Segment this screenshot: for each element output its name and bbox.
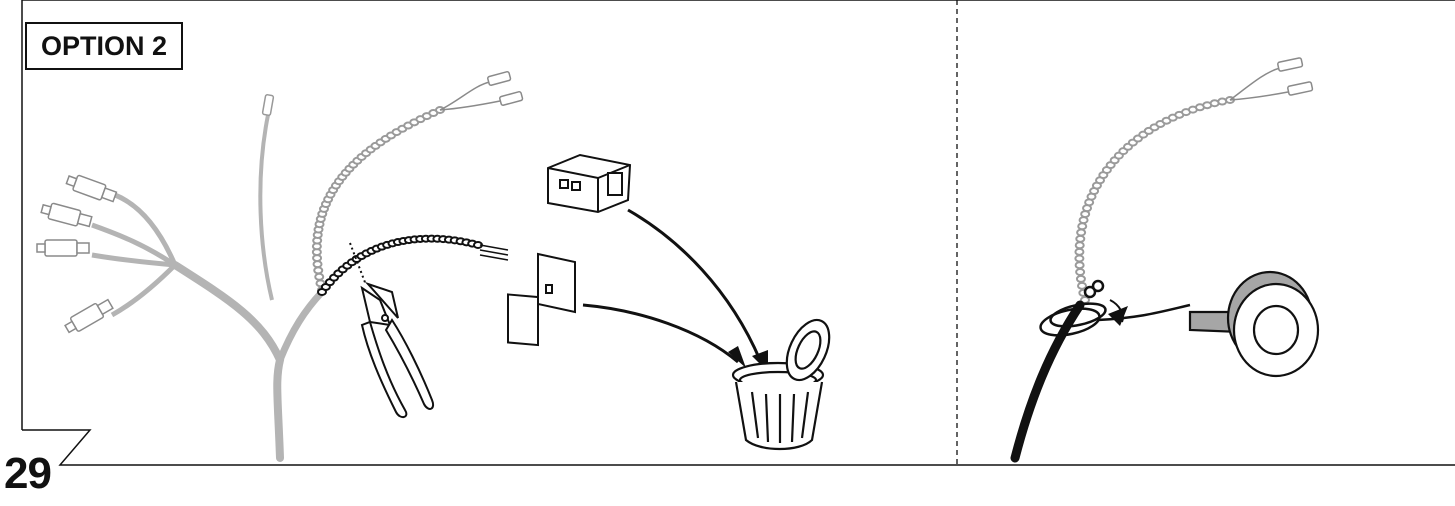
step-number: 29 [4,452,51,496]
option-label: OPTION 2 [25,22,183,70]
